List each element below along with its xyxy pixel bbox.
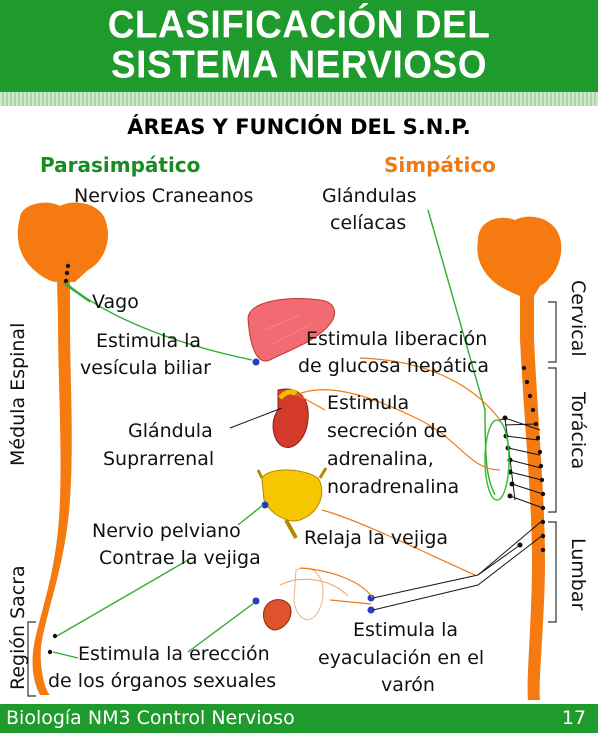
vertical-label-cervical: Cervical	[567, 280, 589, 357]
label-adrenal-2: Suprarrenal	[103, 448, 215, 470]
subtitle: ÁREAS Y FUNCIÓN DEL S.N.P.	[127, 115, 471, 139]
label-pelvic-1: Nervio pelviano	[92, 520, 241, 542]
vertical-label-thoracic: Torácica	[567, 392, 589, 470]
label-gallbladder-2: vesícula biliar	[80, 357, 211, 379]
label-adrenaline-1: Estimula	[327, 392, 410, 414]
title-line-2: SISTEMA NERVIOSO	[110, 42, 487, 86]
parasympathetic-heading: Parasimpático	[40, 153, 201, 177]
bladder-icon	[256, 467, 328, 539]
label-pelvic-2: Contrae la vejiga	[99, 547, 261, 569]
vertical-label-spinal-cord: Médula Espinal	[7, 322, 29, 466]
label-relax-bladder: Relaja la vejiga	[304, 527, 449, 549]
adrenal-kidney-icon	[272, 388, 309, 448]
label-ejaculation-1: Estimula la	[353, 619, 459, 641]
label-celiac-2: celíacas	[330, 212, 407, 234]
label-adrenaline-3: adrenalina,	[327, 448, 434, 470]
liver-icon	[247, 298, 336, 366]
label-adrenaline-2: secreción de	[327, 420, 448, 442]
label-erection-1: Estimula la erección	[78, 643, 270, 665]
header-stripe	[0, 92, 598, 106]
sympathetic-heading: Simpático	[384, 153, 496, 177]
title-line-1: CLASIFICACIÓN DEL	[107, 2, 491, 46]
left-ganglia-dots	[47, 263, 71, 655]
label-erection-2: de los órganos sexuales	[48, 670, 277, 692]
orange-connectors	[295, 357, 501, 605]
vertical-label-sacral: Región Sacra	[7, 565, 29, 690]
celiac-ganglion-outline	[484, 419, 510, 501]
label-gallbladder-1: Estimula la	[96, 330, 202, 352]
left-nervous-system	[17, 202, 108, 695]
reproductive-organs-icon	[252, 567, 375, 631]
label-glucose-2: de glucosa hepática	[298, 355, 490, 377]
vertical-label-lumbar: Lumbar	[567, 538, 589, 611]
label-cranial-nerves: Nervios Craneanos	[74, 185, 254, 207]
label-ejaculation-2: eyaculación en el	[318, 647, 485, 669]
right-nervous-system	[477, 216, 562, 701]
sympathetic-chain	[477, 415, 544, 586]
label-glucose-1: Estimula liberación	[306, 328, 488, 350]
page-number: 17	[561, 707, 586, 729]
label-celiac-1: Glándulas	[322, 185, 417, 207]
footer-course: Biología NM3 Control Nervioso	[6, 707, 295, 729]
spine-brackets	[27, 301, 557, 697]
header-banner	[0, 0, 598, 92]
green-connectors	[52, 209, 496, 659]
label-adrenal-1: Glándula	[128, 420, 213, 442]
label-adrenaline-4: noradrenalina	[327, 476, 460, 498]
label-vagus: Vago	[92, 291, 139, 313]
footer-bar	[0, 704, 598, 733]
black-connectors	[229, 407, 506, 611]
label-ejaculation-3: varón	[381, 674, 435, 696]
